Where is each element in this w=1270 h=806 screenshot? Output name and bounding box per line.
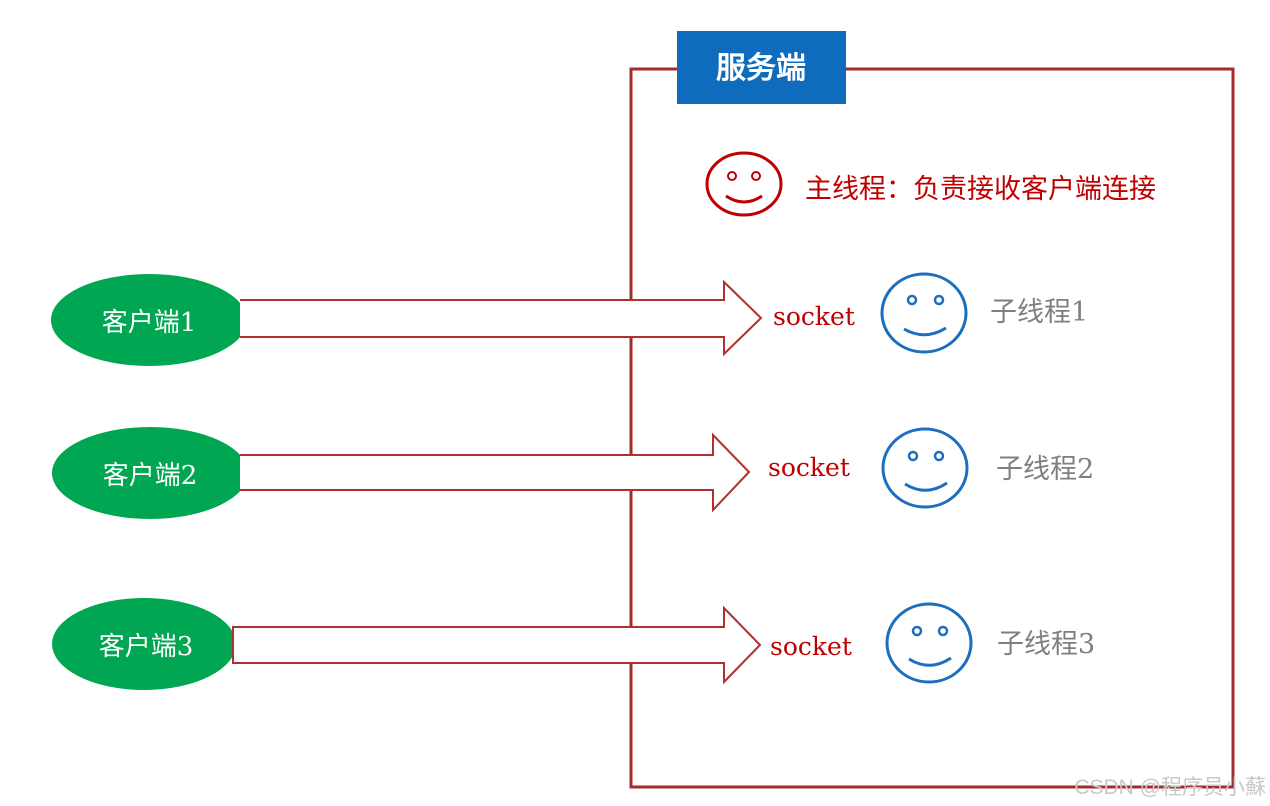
sub-thread-3-smiley-icon	[885, 602, 973, 684]
main-thread-label: 主线程：负责接收客户端连接	[805, 174, 1156, 205]
client-1-label: 客户端1	[102, 308, 197, 338]
sub-thread-3-label: 子线程3	[997, 629, 1095, 660]
main-thread-smiley-icon	[705, 151, 783, 217]
client-3-label: 客户端3	[99, 632, 194, 662]
server-label: 服务端	[716, 51, 806, 86]
connection-1: 客户端1 socket 子线程1	[51, 272, 1088, 366]
socket-3-label: socket	[770, 632, 852, 661]
socket-1-label: socket	[773, 302, 855, 331]
client-3-node	[52, 598, 236, 690]
sub-thread-2-smiley-icon	[881, 427, 969, 509]
connection-2: 客户端2 socket 子线程2	[52, 427, 1094, 519]
client-1-node	[51, 274, 247, 366]
socket-2-label: socket	[768, 453, 850, 482]
connection-2-arrow	[240, 432, 751, 513]
sub-thread-1-label: 子线程1	[990, 297, 1088, 328]
connection-3-arrow	[232, 605, 762, 685]
connection-3: 客户端3 socket 子线程3	[52, 598, 1095, 690]
client-2-node	[52, 427, 248, 519]
server-box	[629, 67, 1235, 789]
connection-1-arrow	[240, 279, 763, 357]
server-label-box	[677, 31, 846, 104]
sub-thread-2-label: 子线程2	[996, 454, 1094, 485]
client-2-label: 客户端2	[103, 461, 198, 491]
watermark: CSDN @程序员小蘇	[1074, 776, 1266, 799]
sub-thread-1-smiley-icon	[880, 272, 968, 354]
